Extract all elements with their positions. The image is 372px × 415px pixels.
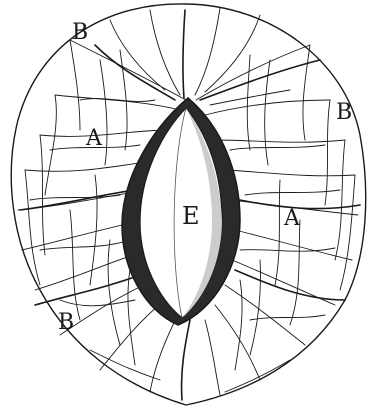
label-a-left: A <box>86 128 102 150</box>
central-seed-capsule <box>122 98 240 325</box>
label-b-bottom-left: B <box>58 312 74 334</box>
label-b-right: B <box>336 102 352 124</box>
label-b-top-left: B <box>72 22 88 44</box>
label-e-center: E <box>182 204 200 228</box>
label-a-right: A <box>284 208 300 230</box>
